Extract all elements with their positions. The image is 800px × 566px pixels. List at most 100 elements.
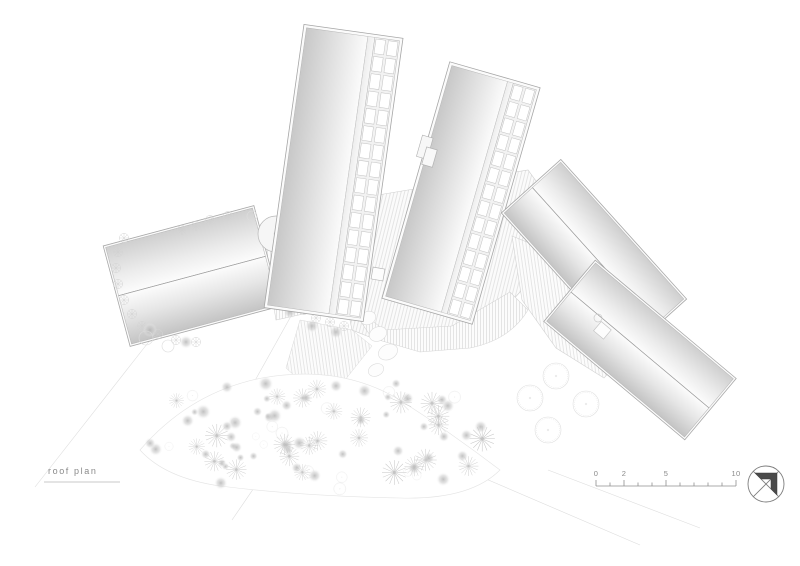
shrub-symbol bbox=[225, 431, 237, 443]
skylight-panel bbox=[344, 246, 357, 264]
skylight-panel bbox=[497, 170, 512, 188]
skylight-panel bbox=[493, 186, 507, 204]
skylight-panel bbox=[361, 213, 374, 231]
skylight-panel bbox=[476, 199, 491, 217]
shrub-symbol bbox=[280, 399, 293, 412]
skylight-panel bbox=[378, 92, 392, 109]
scale-label: 10 bbox=[732, 469, 741, 478]
page-title: roof plan bbox=[48, 466, 97, 476]
skylight-panel bbox=[491, 150, 505, 168]
skylight-panel bbox=[371, 56, 384, 73]
skylight-panel bbox=[351, 283, 365, 300]
skylight-panel bbox=[337, 298, 350, 316]
skylight-panel bbox=[505, 101, 519, 119]
skylight-panel bbox=[512, 120, 526, 138]
shrub-symbol bbox=[438, 431, 450, 443]
shrub-symbol bbox=[422, 451, 435, 465]
tree-symbol bbox=[381, 459, 407, 486]
shrub-symbol bbox=[337, 448, 348, 460]
skylight-panel bbox=[361, 125, 374, 142]
skylight-panel bbox=[376, 109, 389, 127]
shrub-symbol bbox=[456, 449, 469, 463]
shrub-symbol bbox=[220, 380, 234, 394]
shrub-symbol bbox=[300, 392, 312, 404]
skylight-panel bbox=[366, 90, 379, 108]
shrub-symbol bbox=[180, 413, 195, 428]
skylight-panel bbox=[453, 282, 467, 300]
skylight-panel bbox=[483, 219, 498, 237]
skylight-panel bbox=[342, 263, 355, 281]
tree-symbol bbox=[307, 430, 328, 451]
shrub-symbol bbox=[436, 472, 451, 487]
building-2-northwest-bar bbox=[263, 23, 404, 322]
shrub-symbol bbox=[291, 462, 303, 474]
shrub-symbol bbox=[278, 437, 294, 453]
shrub-symbol bbox=[257, 375, 274, 392]
skylight-panel bbox=[521, 87, 535, 105]
shrub-symbol bbox=[266, 408, 283, 424]
skylight-panel bbox=[495, 134, 510, 151]
shrub-symbol bbox=[400, 391, 414, 406]
scale-label: 0 bbox=[594, 469, 598, 478]
skylight-panel bbox=[359, 142, 372, 160]
courtyard-fittings bbox=[370, 146, 612, 340]
skylight-panel bbox=[363, 108, 377, 125]
skylight-panel bbox=[354, 177, 367, 194]
building-3-northeast-bar bbox=[381, 61, 541, 325]
shrub-symbol bbox=[307, 468, 322, 483]
skylight-panel bbox=[356, 160, 369, 177]
shrub-symbol bbox=[440, 398, 455, 413]
skylight-panel bbox=[502, 153, 517, 171]
scale-label: 5 bbox=[664, 469, 668, 478]
skylight-panel bbox=[359, 231, 372, 248]
shrub-symbol bbox=[200, 449, 211, 460]
skylight-grid-building-3 bbox=[448, 84, 535, 320]
skylight-panel bbox=[467, 232, 481, 250]
shrub-symbol bbox=[221, 420, 233, 432]
skylight-panel bbox=[356, 248, 370, 265]
building-1-west-volume bbox=[102, 205, 282, 347]
shrub-symbol bbox=[230, 441, 243, 454]
skylight-panel bbox=[351, 194, 365, 212]
skylight-panel bbox=[349, 211, 362, 229]
skylight-grid-building-2 bbox=[337, 38, 399, 317]
skylight-panel bbox=[373, 38, 386, 56]
tree-symbol bbox=[225, 459, 247, 481]
skylight-panel bbox=[448, 298, 463, 316]
skylight-panel bbox=[507, 137, 521, 155]
shrub-symbol bbox=[392, 444, 405, 457]
skylight-panel bbox=[354, 265, 367, 283]
skylight-panel bbox=[510, 84, 524, 102]
shrub-symbol bbox=[391, 378, 401, 389]
skylight-panel bbox=[346, 229, 360, 246]
skylight-panel bbox=[486, 166, 500, 184]
north-arrow-wedge bbox=[754, 472, 778, 496]
skylight-panel bbox=[462, 249, 477, 267]
skylight-panel bbox=[472, 216, 486, 234]
shrub-symbol bbox=[357, 383, 372, 398]
shrub-symbol bbox=[249, 451, 258, 461]
tree-symbol bbox=[349, 428, 369, 448]
skylight-panel bbox=[364, 196, 377, 213]
skylight-panel bbox=[500, 117, 514, 135]
skylight-panel bbox=[383, 57, 396, 75]
shrub-symbol bbox=[262, 394, 272, 403]
skylight-panel bbox=[369, 161, 382, 179]
south-terrace-decking bbox=[345, 291, 529, 353]
skylight-panel bbox=[386, 40, 399, 57]
stepping-stones-path bbox=[359, 310, 398, 377]
meadow-planting-bed bbox=[139, 373, 501, 499]
shrub-symbol bbox=[355, 414, 367, 426]
skylight-panel bbox=[339, 281, 352, 298]
skylight-panel bbox=[488, 203, 502, 221]
skylight-panel bbox=[481, 183, 496, 201]
shrub-symbol bbox=[460, 429, 473, 442]
shrub-symbol bbox=[382, 410, 391, 419]
skylight-panel bbox=[474, 252, 488, 270]
skylight-panel bbox=[469, 269, 484, 287]
tree-symbol bbox=[325, 402, 343, 420]
shrub-symbol bbox=[383, 392, 393, 402]
shrub-symbol bbox=[329, 379, 343, 393]
skylight-panel bbox=[373, 127, 387, 144]
